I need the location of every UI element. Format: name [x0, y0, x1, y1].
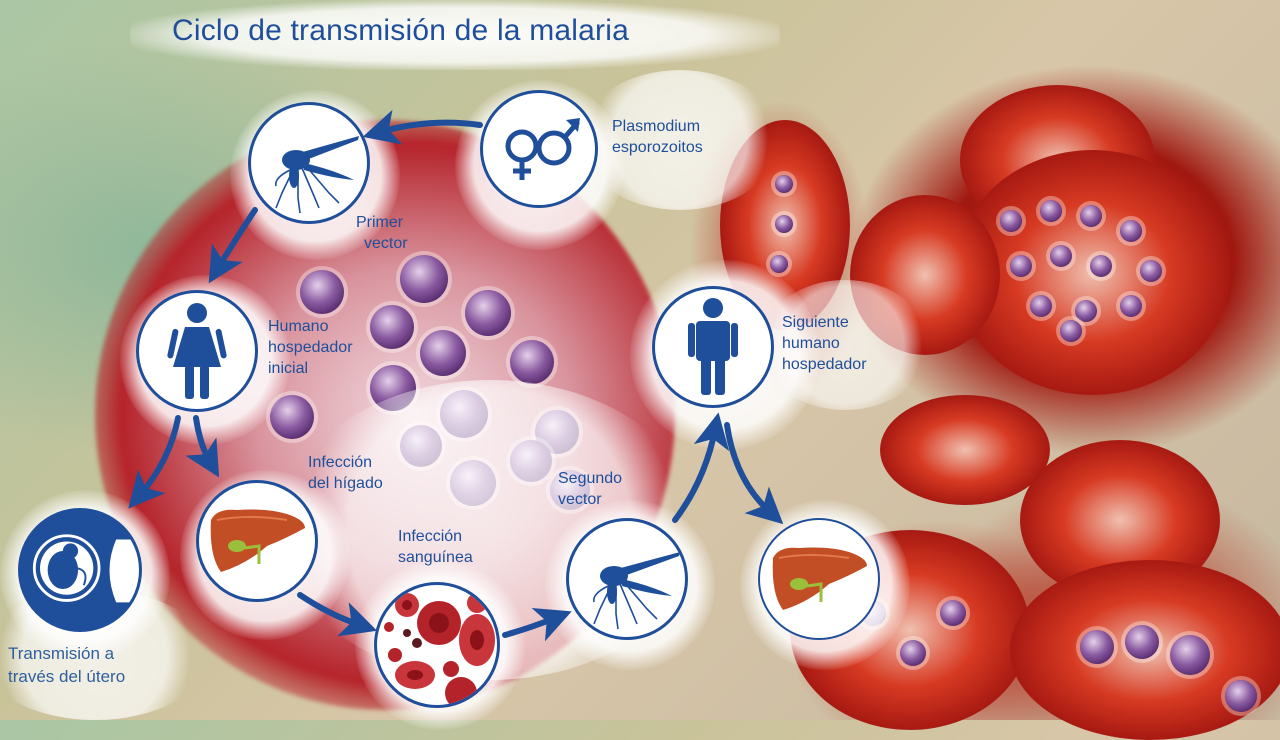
label-next-host: Siguiente humano hospedador [782, 312, 867, 375]
node-second-vector [566, 518, 688, 640]
merozoite [1010, 255, 1032, 277]
arrow-host-to-uterus [128, 415, 181, 509]
label-line: Transmisión a [8, 644, 115, 663]
label-halo [580, 70, 780, 210]
arrow-vector-to-host [208, 207, 258, 284]
node-initial-host [136, 290, 258, 412]
mosquito-icon [592, 552, 680, 630]
node-first-vector [248, 102, 370, 224]
merozoite [940, 600, 966, 626]
merozoite [900, 640, 926, 666]
label-line: vector [558, 491, 602, 508]
liver-icon [772, 547, 867, 610]
arrow-blood-to-vector [502, 607, 572, 642]
node-liver-infection [196, 480, 318, 602]
label-line: Siguiente [782, 314, 849, 331]
woman-icon [167, 303, 227, 399]
merozoite [400, 255, 448, 303]
merozoite [1050, 245, 1072, 267]
title-glow [130, 0, 780, 70]
label-second-vector: Segundo vector [558, 468, 622, 510]
label-liver-infection: Infección del hígado [308, 452, 383, 494]
merozoite [1140, 260, 1162, 282]
merozoite [1125, 625, 1159, 659]
merozoite [1170, 635, 1210, 675]
label-line: hospedador [782, 356, 867, 373]
arrow-next-host-to-liver [724, 422, 784, 525]
arrow-liver-to-blood [297, 592, 378, 637]
merozoite [1120, 220, 1142, 242]
merozoite [510, 340, 554, 384]
merozoite [1090, 255, 1112, 277]
label-line: vector [364, 235, 408, 252]
merozoite [1040, 200, 1062, 222]
mosquito-icon [274, 136, 359, 214]
label-line: Segundo [558, 470, 623, 487]
label-uterus: Transmisión a través del útero [8, 642, 125, 688]
arrow-plasmodium-to-vector [362, 109, 483, 145]
merozoite [1120, 295, 1142, 317]
node-plasmodium [480, 90, 598, 208]
fetus-icon [32, 534, 139, 603]
node-next-liver [758, 518, 880, 640]
label-blood-infection: Infección sanguínea [398, 526, 473, 568]
arrow-vector-to-next-host [672, 412, 730, 523]
merozoite [1080, 205, 1102, 227]
label-line: hospedador [268, 339, 353, 356]
merozoite [1225, 680, 1257, 712]
female-male-symbols-icon [505, 118, 580, 180]
arrow-host-to-liver [185, 415, 220, 478]
label-line: sanguínea [398, 549, 473, 566]
liver-icon [210, 509, 305, 572]
flow-arrows [128, 109, 784, 642]
label-halo [760, 280, 930, 410]
merozoite [1030, 295, 1052, 317]
merozoite [1000, 210, 1022, 232]
label-initial-host: Humano hospedador inicial [268, 316, 353, 379]
label-line: esporozoitos [612, 139, 703, 156]
merozoite [420, 330, 466, 376]
node-blood-infection [374, 582, 500, 708]
label-line: Infección [308, 454, 373, 471]
merozoite [770, 255, 788, 273]
merozoite [775, 175, 793, 193]
merozoite [370, 305, 414, 349]
node-uterus [18, 508, 142, 632]
merozoite [300, 270, 344, 314]
label-line: Primer [356, 214, 404, 231]
label-line: del hígado [308, 475, 383, 492]
merozoite [1080, 630, 1114, 664]
label-line: humano [782, 335, 840, 352]
label-plasmodium: Plasmodium esporozoitos [612, 116, 703, 158]
merozoite [465, 290, 511, 336]
label-first-vector: Primer vector [356, 212, 408, 254]
merozoite [1060, 320, 1082, 342]
red-blood-cells-icon [384, 593, 495, 705]
merozoite [775, 215, 793, 233]
diagram-title: Ciclo de transmisión de la malaria [172, 14, 629, 47]
label-line: Humano [268, 318, 329, 335]
label-line: través del útero [8, 667, 126, 686]
man-icon [688, 298, 738, 395]
red-blood-cell [880, 395, 1050, 505]
merozoite [1075, 300, 1097, 322]
label-line: inicial [268, 360, 309, 377]
label-line: Plasmodium [612, 118, 701, 135]
label-line: Infección [398, 528, 463, 545]
node-next-host [652, 286, 774, 408]
